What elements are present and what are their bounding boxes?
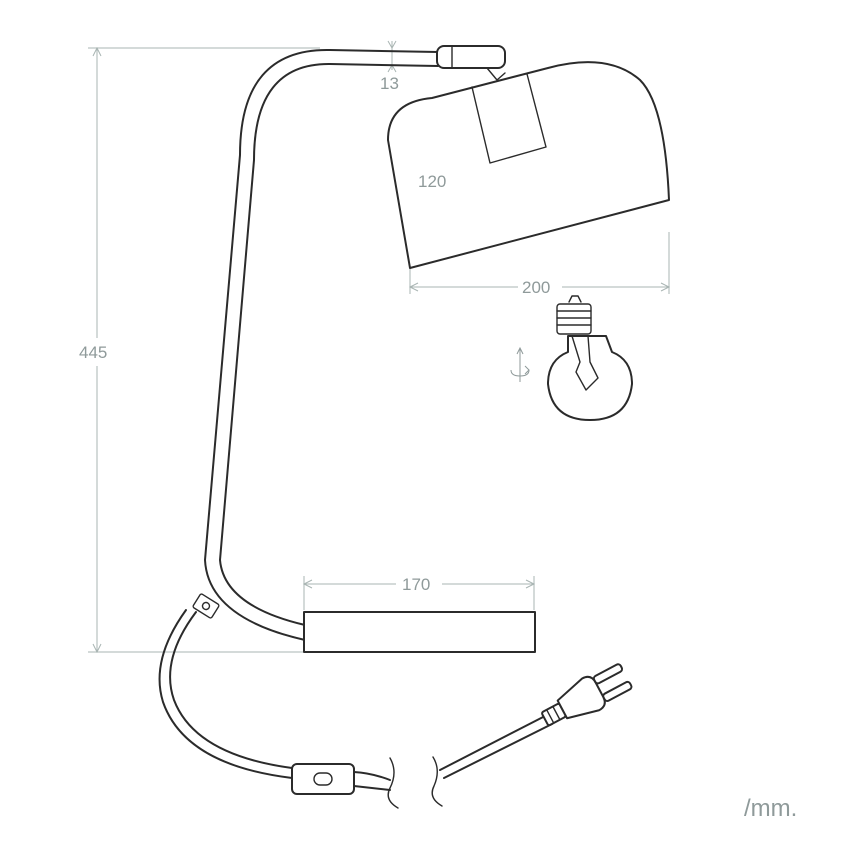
power-cable-upper-2: [158, 609, 293, 779]
lamp-arm-inner: [219, 62, 439, 626]
dimension-labels: 445 13 120 200 170 /mm.: [79, 74, 797, 822]
cable-to-plug-1: [439, 714, 548, 771]
height-arrow-top: [92, 46, 102, 57]
arm-end-cap: [436, 45, 506, 69]
cable-break-right: [431, 756, 443, 807]
bulb-filament: [571, 335, 599, 391]
lamp-arm-outer: [204, 48, 439, 641]
power-plug: [541, 663, 633, 727]
cable-after-switch-2: [353, 785, 391, 791]
unit-label: /mm.: [744, 795, 797, 822]
cable-joint: [192, 593, 220, 619]
lamp-outline: [158, 45, 670, 809]
cable-after-switch-1: [353, 771, 391, 781]
bulb-tip: [568, 295, 582, 303]
cable-to-plug-2: [443, 723, 553, 779]
shade-hinge: [486, 67, 506, 81]
height-arrow-bottom: [92, 643, 102, 654]
bulb-glass: [547, 335, 633, 421]
height-total-label: 445: [79, 343, 107, 362]
cable-break-left: [387, 757, 399, 809]
lamp-shade: [387, 61, 670, 269]
shade-socket: [471, 73, 547, 164]
arm-gap-label: 13: [380, 74, 399, 93]
shade-width-arrow-right: [660, 282, 671, 292]
plug-pin-bottom: [602, 680, 633, 702]
plug-pin-top: [592, 663, 624, 685]
shade-width-arrow-left: [408, 282, 419, 292]
lamp-base: [303, 611, 536, 653]
inline-switch: [291, 763, 355, 795]
shade-height-label: 120: [418, 172, 446, 191]
light-bulb: [547, 295, 633, 421]
rotate-icon: [510, 346, 530, 382]
base-width-label: 170: [402, 575, 430, 594]
base-width-arrow-left: [302, 579, 313, 589]
shade-width-label: 200: [522, 278, 550, 297]
power-cable-upper: [169, 611, 293, 769]
gap-arrow-top: [387, 40, 397, 50]
bulb-screw-base: [556, 303, 592, 335]
base-width-arrow-right: [525, 579, 536, 589]
switch-rocker: [313, 772, 333, 786]
